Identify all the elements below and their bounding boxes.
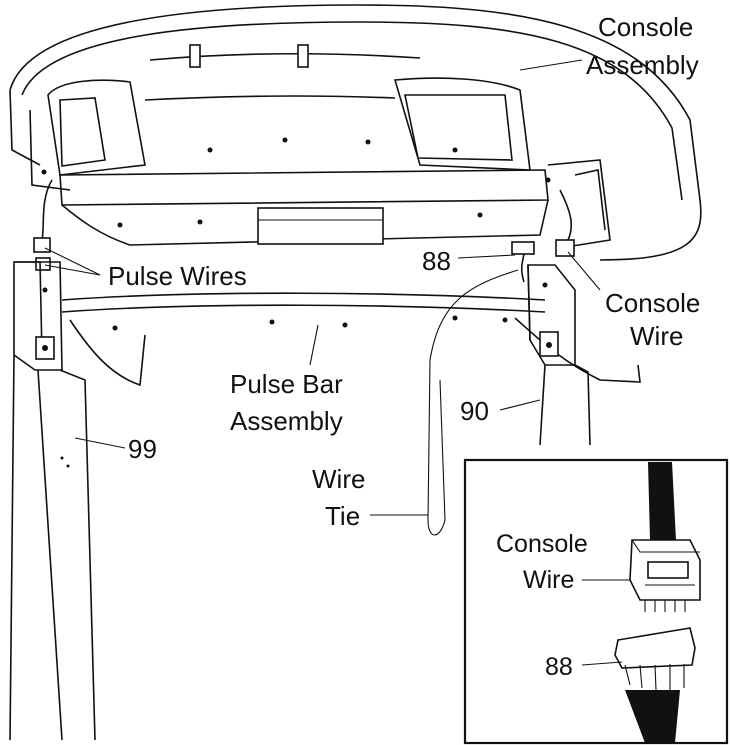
inset-label-part-88: 88	[545, 653, 573, 681]
inset-label-console-2: Wire	[523, 566, 574, 594]
left-upright-drawing	[9, 261, 96, 741]
right-upright-drawing	[527, 264, 591, 446]
label-console-wire-1: Console	[605, 288, 700, 318]
inset-detail	[463, 458, 729, 745]
label-part-99: 99	[128, 434, 157, 464]
inset-label-console-1: Console	[496, 530, 588, 558]
label-pulse-wires: Pulse Wires	[108, 261, 247, 291]
console-assembly-drawing	[9, 4, 702, 261]
pulse-bar-drawing	[61, 292, 641, 387]
label-console-assembly-2: Assembly	[586, 50, 699, 80]
label-part-88: 88	[422, 246, 451, 276]
label-wire-tie-2: Tie	[325, 501, 360, 531]
wiring-drawing	[33, 179, 575, 536]
label-console-wire-2: Wire	[630, 321, 683, 351]
label-part-90: 90	[460, 396, 489, 426]
label-pulse-bar-2: Assembly	[230, 406, 343, 436]
label-wire-tie-1: Wire	[312, 464, 365, 494]
label-console-assembly-1: Console	[598, 12, 693, 42]
label-pulse-bar-1: Pulse Bar	[230, 369, 343, 399]
leader-lines	[44, 59, 601, 516]
